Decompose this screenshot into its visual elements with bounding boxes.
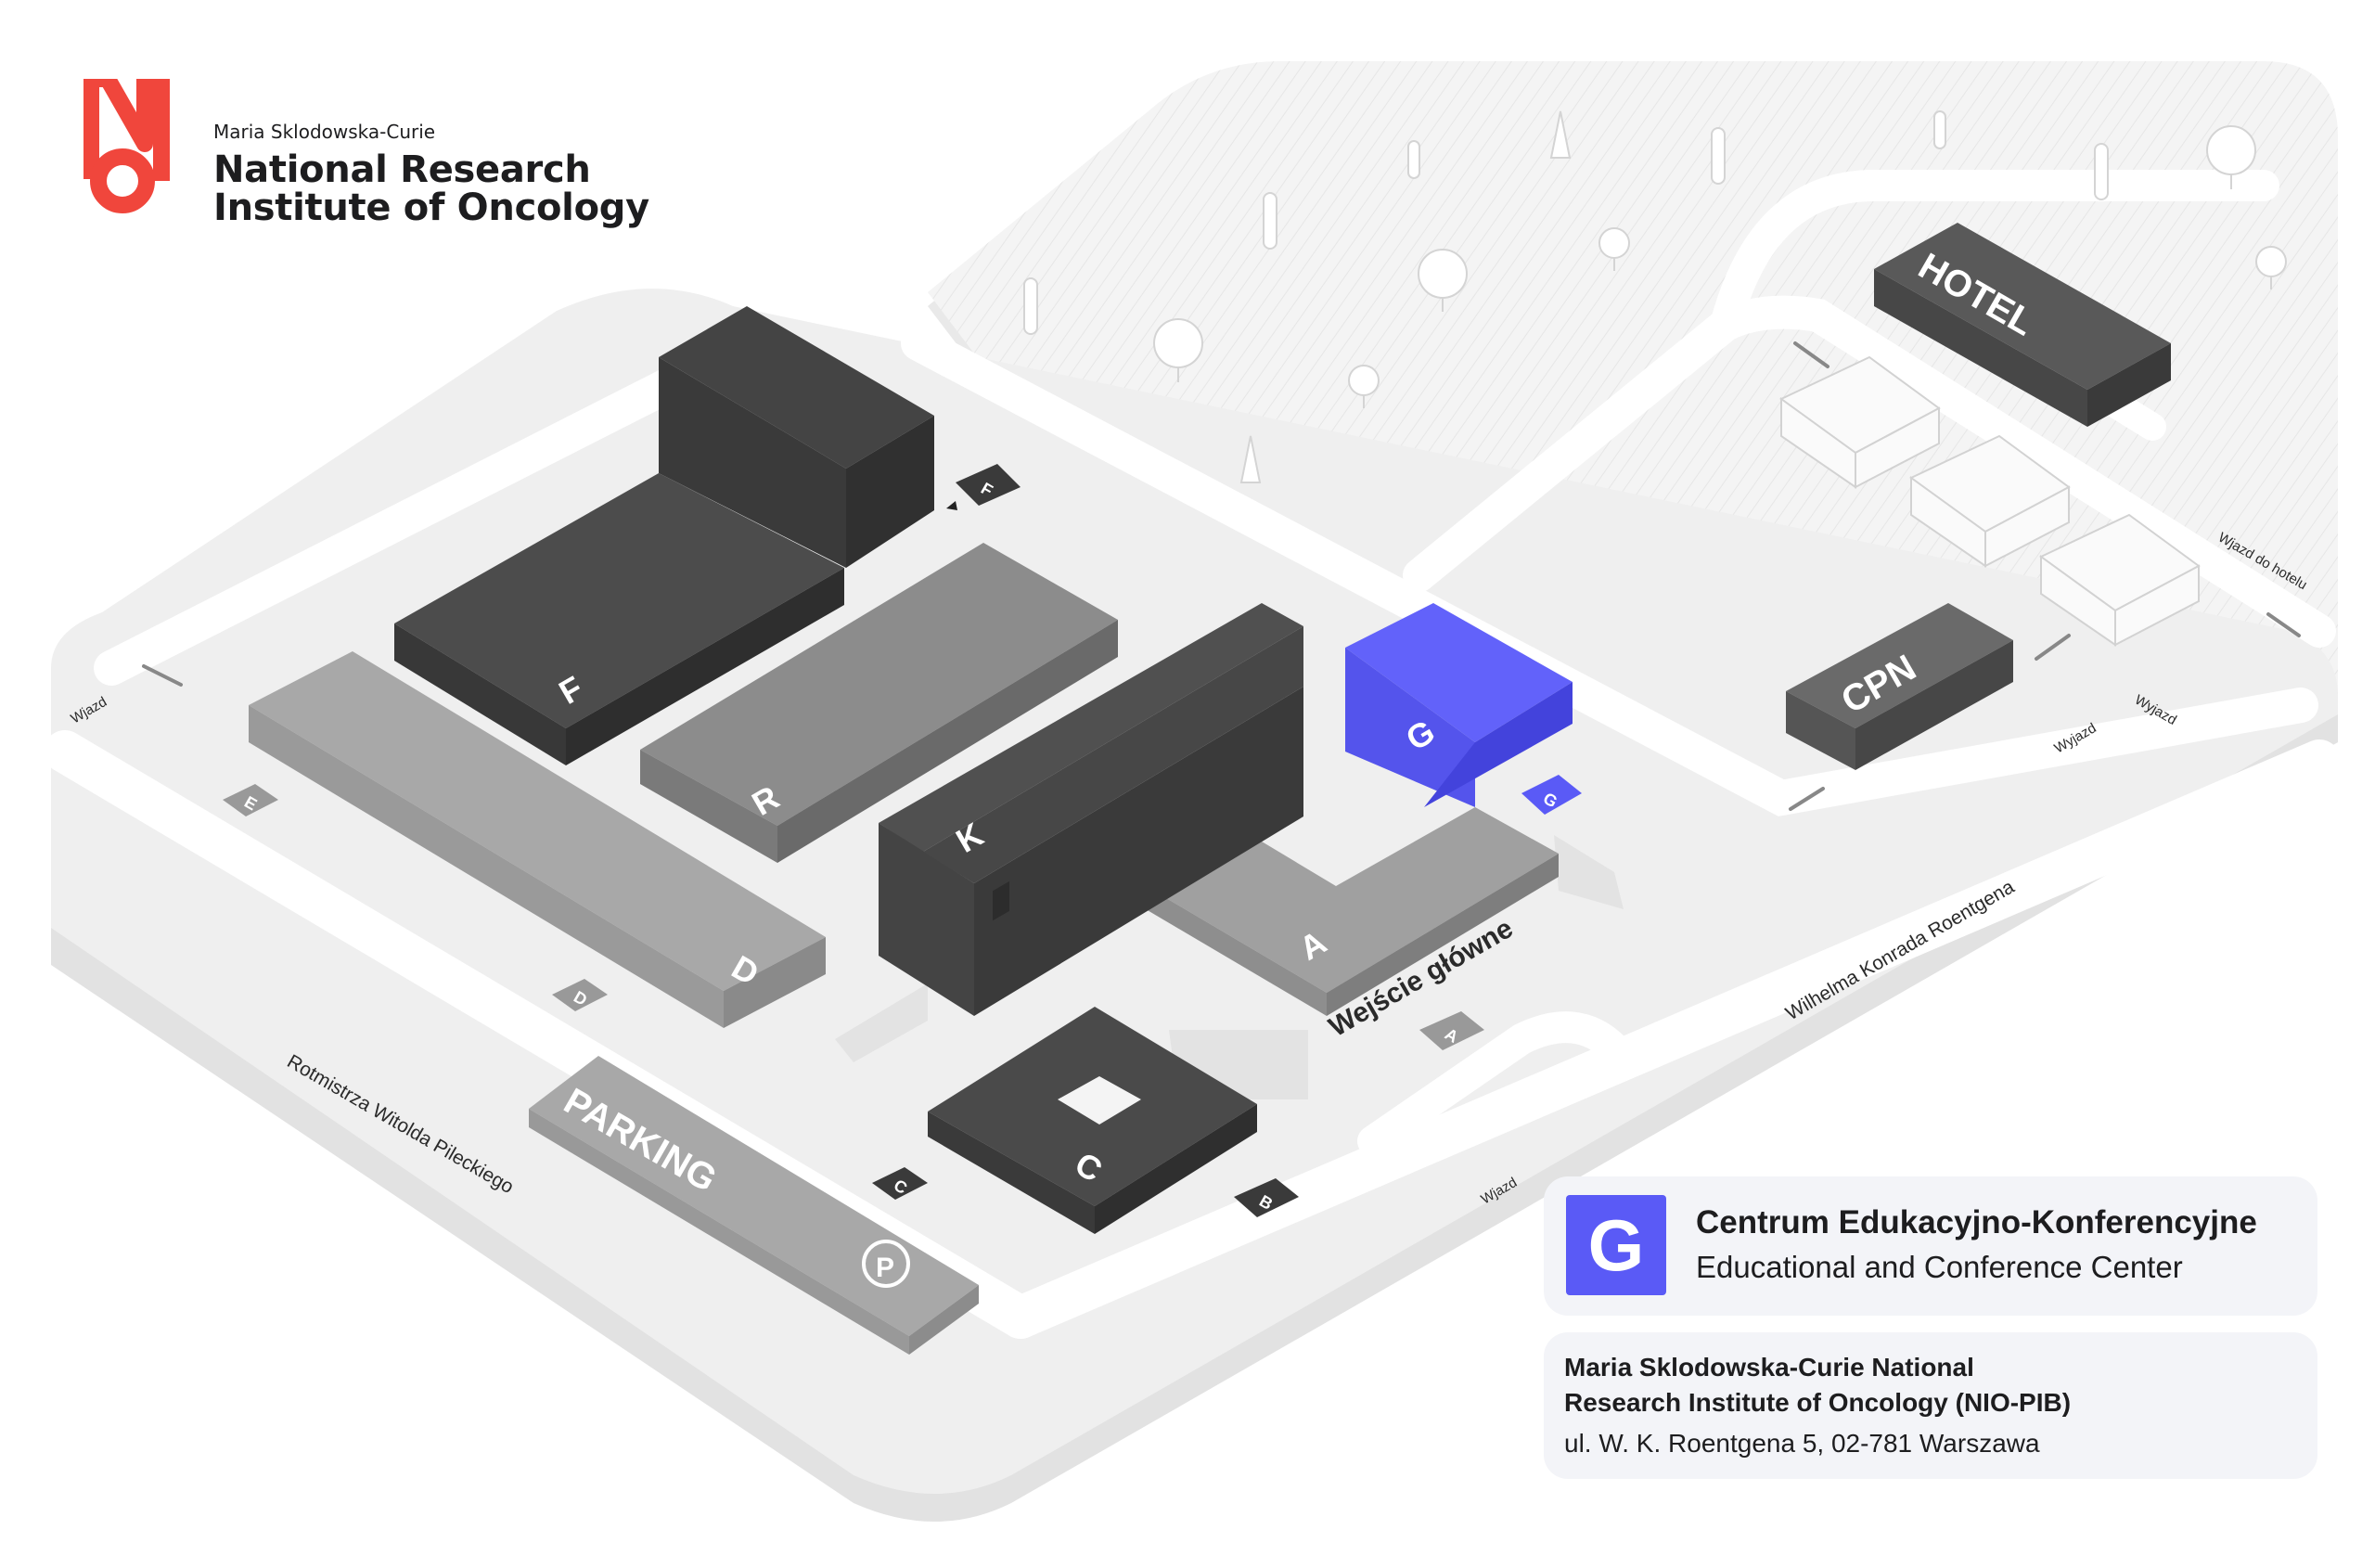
logo-subtitle: Maria Sklodowska-Curie (213, 121, 436, 143)
legend-title-en: Educational and Conference Center (1696, 1250, 2183, 1284)
building-g[interactable]: G (1345, 603, 1573, 807)
building-cpn[interactable]: CPN (1786, 603, 2013, 770)
parking-icon (862, 1240, 910, 1288)
houses (1779, 355, 2201, 647)
entrance-marker-c[interactable]: C (872, 1167, 928, 1200)
logo-title-line2: Institute of Oncology (213, 186, 649, 229)
barriers (142, 341, 2301, 811)
building-a[interactable]: A (1146, 807, 1559, 1016)
address-line2: Research Institute of Oncology (NIO-PIB) (1564, 1388, 2072, 1417)
institute-logo[interactable]: Maria Sklodowska-Curie National Research… (83, 79, 649, 237)
entrance-marker-d[interactable]: D (552, 979, 608, 1011)
address-line1: Maria Sklodowska-Curie National (1564, 1353, 1974, 1382)
parking[interactable]: PARKING P (529, 1056, 979, 1355)
parking-icon-letter: P (876, 1253, 894, 1283)
trees (1023, 110, 2287, 483)
building-f[interactable]: F (394, 306, 934, 765)
logo-title-line1: National Research (213, 148, 591, 191)
building-k[interactable]: K (879, 603, 1303, 1016)
address-line3: ul. W. K. Roentgena 5, 02-781 Warszawa (1564, 1429, 2040, 1458)
entrance-marker-e[interactable]: E (223, 784, 278, 816)
entrance-marker-b[interactable]: B (1234, 1178, 1299, 1217)
legend-card-g: G Centrum Edukacyjno-Konferencyjne Educa… (1544, 1176, 2317, 1316)
entrance-marker-a[interactable]: A (1419, 1011, 1484, 1050)
building-d[interactable]: D (249, 651, 826, 1028)
legend-title-pl: Centrum Edukacyjno-Konferencyjne (1696, 1204, 2257, 1240)
legend-g-badge: G (1566, 1195, 1666, 1295)
entrance-marker-g[interactable]: G (1521, 775, 1582, 815)
building-r[interactable]: R (640, 543, 1118, 863)
shadows (835, 835, 1624, 1099)
building-hotel[interactable]: HOTEL (1874, 223, 2171, 427)
logo-mark-icon (83, 79, 170, 213)
building-c[interactable]: C (928, 1007, 1257, 1234)
entrance-marker-f[interactable]: F (946, 464, 1021, 510)
address-card: Maria Sklodowska-Curie National Research… (1544, 1332, 2317, 1479)
